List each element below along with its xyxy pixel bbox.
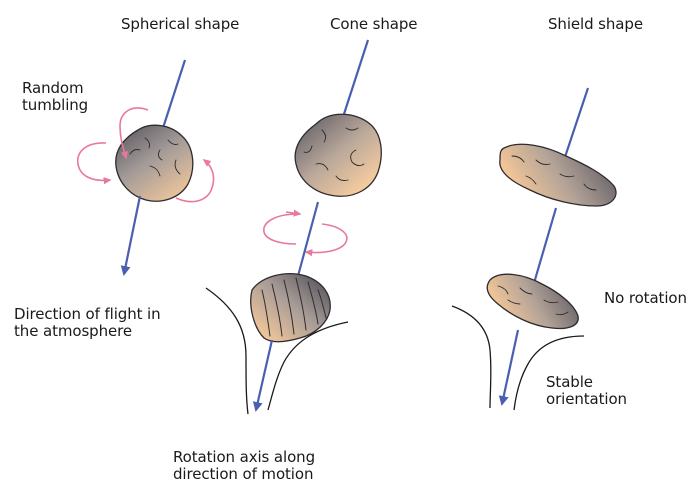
label-rotation-axis: Rotation axis along direction of motion <box>173 449 315 483</box>
shield-axis-mid <box>532 208 556 290</box>
cone-axis-bottom <box>256 340 272 410</box>
label-direction-of-flight-line1: Direction of flight in <box>14 306 161 323</box>
spherical-axis-bottom <box>124 196 140 274</box>
label-rotation-axis-line2: direction of motion <box>173 466 315 483</box>
cone-rock-upper <box>295 114 381 196</box>
title-spherical-shape: Spherical shape <box>121 16 239 33</box>
label-random-tumbling-line2: tumbling <box>22 97 88 114</box>
spherical-axis-top <box>163 60 185 128</box>
cone-flow-line-left <box>206 288 248 414</box>
label-random-tumbling-line1: Random <box>22 80 88 97</box>
label-stable-orientation-line2: orientation <box>546 391 627 408</box>
title-cone-shape: Cone shape <box>330 16 417 33</box>
cone-axis-top <box>344 40 368 114</box>
label-rotation-axis-line1: Rotation axis along <box>173 449 315 466</box>
label-no-rotation: No rotation <box>604 290 687 307</box>
label-stable-orientation: Stable orientation <box>546 374 627 408</box>
shield-axis-top <box>562 88 588 166</box>
shield-group <box>452 88 616 410</box>
cone-axis-mid <box>298 202 318 276</box>
cone-rotation-arrow-upper-head <box>286 212 300 214</box>
label-stable-orientation-line1: Stable <box>546 374 627 391</box>
label-direction-of-flight: Direction of flight in the atmosphere <box>14 306 161 340</box>
title-shield-shape: Shield shape <box>548 16 643 33</box>
label-direction-of-flight-line2: the atmosphere <box>14 323 161 340</box>
cone-rotation-arrow-upper <box>264 214 298 244</box>
spherical-rock <box>116 125 193 201</box>
tumble-arrow-left <box>78 143 110 180</box>
spherical-group <box>78 60 214 274</box>
shield-flow-line-left <box>452 306 491 408</box>
shield-rock-lower <box>487 274 578 328</box>
shield-rock-upper <box>500 144 616 206</box>
cone-group <box>206 40 381 414</box>
cone-rotation-arrow-lower <box>306 224 347 253</box>
shield-axis-bottom <box>502 330 518 404</box>
label-random-tumbling: Random tumbling <box>22 80 88 114</box>
